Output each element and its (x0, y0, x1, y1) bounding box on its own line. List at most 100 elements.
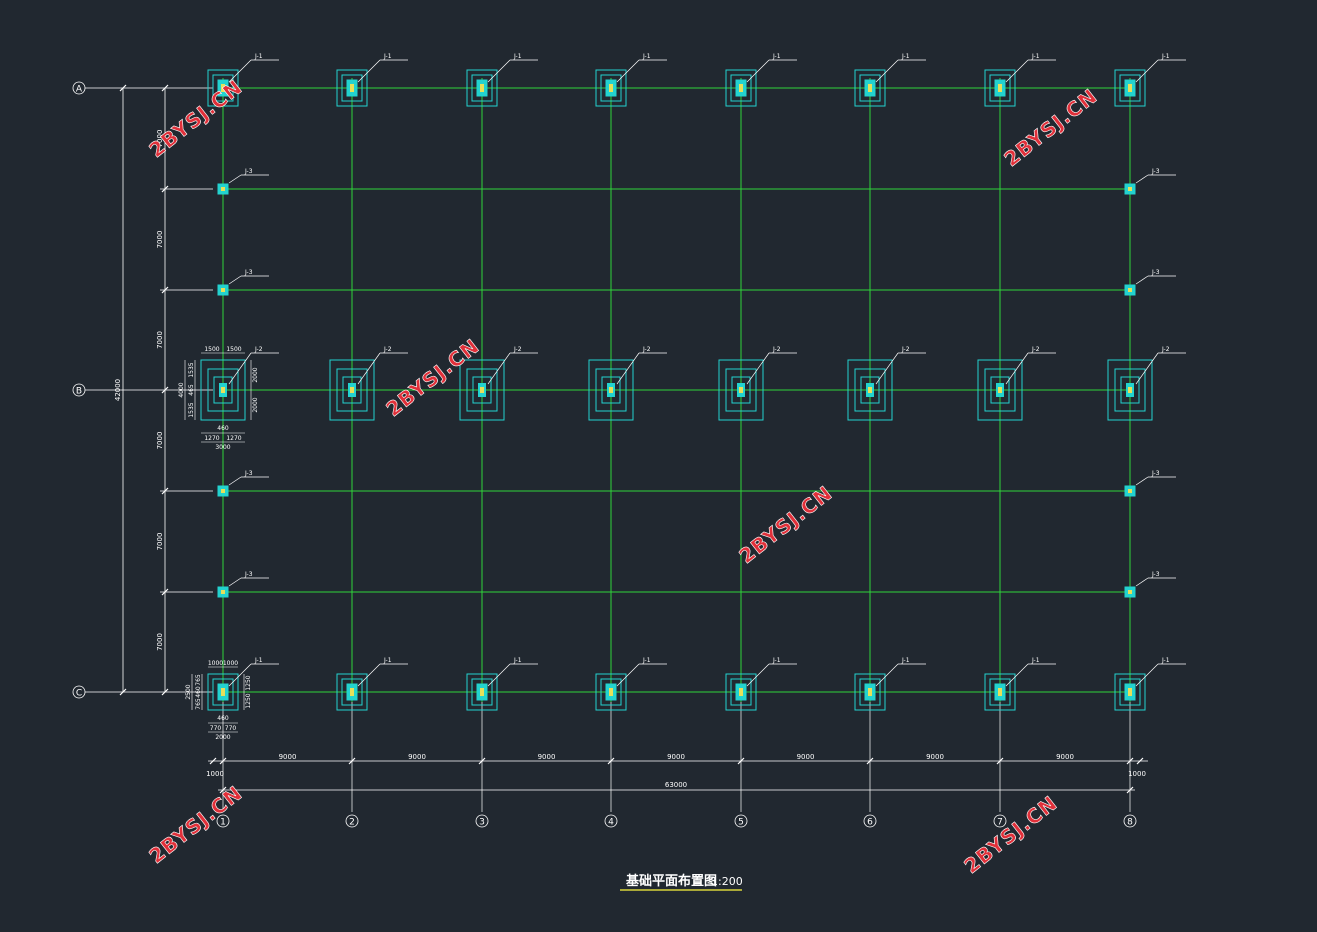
footing-outer (466, 69, 498, 107)
footing-label: J-1 (901, 53, 910, 60)
footing-mid (212, 74, 234, 102)
column-core (998, 84, 1002, 92)
leader-line (1005, 59, 1029, 83)
column-core (350, 84, 354, 92)
axis-label: 8 (1127, 818, 1133, 828)
footing-label: J-2 (383, 346, 392, 353)
leader-line (1005, 352, 1029, 385)
leader-line (228, 476, 242, 486)
axis-label: A (76, 85, 83, 95)
leader-line (1135, 663, 1159, 687)
leader-line (487, 352, 511, 385)
footing-label: J-2 (901, 346, 910, 353)
dim-tick (119, 84, 127, 92)
column-core (609, 688, 613, 696)
dim-text-bay: 9000 (279, 753, 297, 761)
detail-dim-text: 1500 (226, 346, 241, 353)
dim-tick (737, 757, 745, 765)
column-core (1128, 387, 1132, 393)
footing-mid (989, 74, 1011, 102)
leader-line (1135, 476, 1149, 486)
footing-outer (984, 69, 1016, 107)
footing-label: J-1 (772, 53, 781, 60)
footing-j1: J-1 (984, 657, 1056, 711)
axis-bubble (734, 814, 748, 828)
footing-outer (329, 359, 375, 421)
leader-line (1135, 275, 1149, 285)
footing-label: J-1 (1031, 657, 1040, 664)
footing-inner (990, 376, 1010, 404)
footing-j2: J-2 (1107, 346, 1186, 421)
dim-tick (348, 757, 356, 765)
footing-j1: J-1 (207, 657, 279, 711)
leader-line (746, 663, 770, 687)
footing-label: J-2 (772, 346, 781, 353)
footing-mid (471, 678, 493, 706)
footing-j1: J-1 (1114, 657, 1186, 711)
footing-outer (336, 673, 368, 711)
footing-mid (1114, 368, 1146, 412)
footing-outer (984, 673, 1016, 711)
detail-dim-text: 2000 (252, 397, 259, 412)
detail-dim-text: 465 (188, 384, 195, 396)
footing-label: J-3 (1151, 168, 1160, 175)
axis-bubble (604, 814, 618, 828)
dim-tick (219, 757, 227, 765)
footing-mid (989, 678, 1011, 706)
footing-label: J-1 (1161, 657, 1170, 664)
footing-j2: J-2 (588, 346, 667, 421)
dim-tick (161, 84, 169, 92)
axis-bubble (345, 814, 359, 828)
footing-label: J-2 (513, 346, 522, 353)
footing-j3: J-3 (1124, 269, 1176, 296)
column-core (221, 489, 225, 493)
dim-tick (161, 185, 169, 193)
footing-label: J-3 (244, 470, 253, 477)
leader-line (487, 59, 511, 83)
leader-line (1135, 59, 1159, 83)
detail-dim-text: 1270 (204, 435, 219, 442)
leader-line (875, 59, 899, 83)
footing-label: J-1 (513, 53, 522, 60)
detail-dim-text: 1250 (245, 693, 252, 708)
footing-mid (600, 678, 622, 706)
detail-dim-text: 2000 (252, 367, 259, 382)
dim-tick (866, 757, 874, 765)
leader-line (228, 174, 242, 184)
column-core (1128, 489, 1132, 493)
footing-outer (200, 359, 246, 421)
axis-bubble (216, 814, 230, 828)
footing-inner (342, 376, 362, 404)
dim-tick (1126, 786, 1134, 794)
detail-dim-text: 1535 (188, 362, 195, 377)
footing-inner (731, 376, 751, 404)
footing-j1: J-1 (595, 657, 667, 711)
footing-j1: J-1 (336, 53, 408, 107)
leader-line (1135, 174, 1149, 184)
footing-outer (595, 673, 627, 711)
dim-tick (1126, 757, 1134, 765)
leader-line (875, 352, 899, 385)
grid-lines (222, 78, 1131, 702)
leader-line (228, 352, 252, 385)
detail-dim-text: 770 (225, 725, 237, 732)
axis-bubble (863, 814, 877, 828)
footing-mid (471, 74, 493, 102)
detail-dim-text: 1535 (188, 402, 195, 417)
dim-tick (161, 688, 169, 696)
footing-label: J-1 (383, 53, 392, 60)
dim-tick (607, 757, 615, 765)
column-core (998, 387, 1002, 393)
dim-text-span: 7000 (156, 231, 164, 249)
footing-mid (854, 368, 886, 412)
footing-j2: J-2 (718, 346, 797, 421)
footing-label: J-2 (254, 346, 263, 353)
detail-dim-text: 1250 (245, 675, 252, 690)
footing-mid (859, 678, 881, 706)
axis-label: 2 (349, 818, 355, 828)
